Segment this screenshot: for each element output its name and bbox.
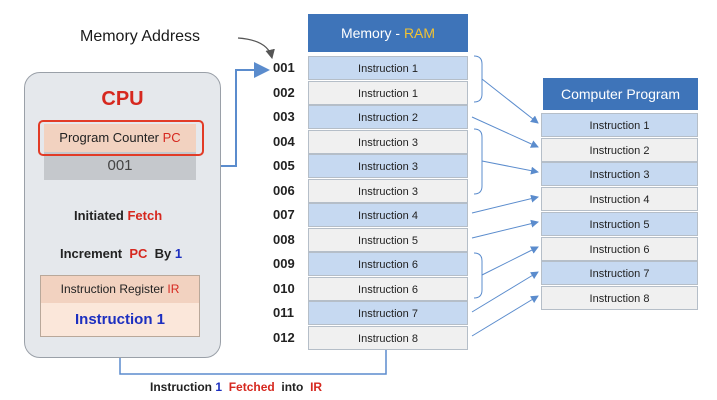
ram-cell: Instruction 3: [308, 130, 468, 154]
map-arrow-7: [471, 271, 539, 313]
ram-cell: Instruction 6: [308, 252, 468, 276]
map-arrow-2: [471, 116, 539, 148]
ram-cell: Instruction 4: [308, 203, 468, 227]
ir-value: Instruction 1: [41, 303, 199, 336]
ram-address: 011: [273, 305, 294, 320]
memory-address-arrow: [237, 37, 275, 60]
initiated-fetch-text: Initiated Fetch: [74, 208, 163, 223]
program-item: Instruction 5: [541, 212, 698, 236]
ram-cell: Instruction 1: [308, 56, 468, 80]
memory-address-label: Memory Address: [80, 28, 201, 45]
ir-label: Instruction Register IR: [41, 276, 199, 303]
ram-cell: Instruction 1: [308, 81, 468, 105]
pc-value: 001: [44, 152, 196, 180]
program-item: Instruction 6: [541, 237, 698, 261]
program-item: Instruction 3: [541, 162, 698, 186]
cpu-title: CPU: [101, 88, 144, 110]
pc-highlight-frame: [38, 120, 204, 156]
ram-address: 003: [273, 109, 295, 124]
ram-cell: Instruction 5: [308, 228, 468, 252]
ram-cell: Instruction 2: [308, 105, 468, 129]
bracket-instr1: [473, 55, 483, 103]
map-arrow-1: [481, 78, 539, 124]
ram-cell: Instruction 8: [308, 326, 468, 350]
ram-address: 008: [273, 232, 295, 247]
program-item: Instruction 1: [541, 113, 698, 137]
ram-address: 004: [273, 134, 295, 149]
bracket-instr6: [473, 252, 483, 299]
map-arrow-4: [471, 194, 539, 214]
program-item: Instruction 8: [541, 286, 698, 310]
program-counter: Program Counter PC 001: [44, 124, 196, 180]
fetch-caption: Instruction 1 Fetched into IR: [150, 380, 323, 394]
ram-address: 001: [273, 60, 295, 75]
ram-address: 009: [273, 256, 295, 271]
pc-label: Program Counter PC: [44, 124, 196, 152]
ram-address: 006: [273, 183, 295, 198]
increment-pc-text: Increment PC By 1: [60, 246, 183, 261]
program-item: Instruction 4: [541, 187, 698, 211]
program-header: Computer Program: [543, 78, 698, 110]
ram-address: 007: [273, 207, 295, 222]
ram-header: Memory - RAM: [308, 14, 468, 52]
ram-cell: Instruction 6: [308, 277, 468, 301]
program-item: Instruction 7: [541, 261, 698, 285]
bracket-instr3: [473, 128, 483, 195]
instruction-register: Instruction Register IR Instruction 1: [40, 275, 200, 337]
ram-address: 002: [273, 85, 295, 100]
map-arrow-5: [471, 219, 539, 239]
ram-cell: Instruction 3: [308, 154, 468, 178]
map-arrow-3: [481, 160, 539, 175]
ram-address: 005: [273, 158, 295, 173]
map-arrow-6: [481, 246, 539, 276]
map-arrow-8: [471, 295, 539, 337]
ram-address: 012: [273, 330, 295, 345]
ram-cell: Instruction 3: [308, 179, 468, 203]
ram-address: 010: [273, 281, 295, 296]
program-item: Instruction 2: [541, 138, 698, 162]
ram-cell: Instruction 7: [308, 301, 468, 325]
